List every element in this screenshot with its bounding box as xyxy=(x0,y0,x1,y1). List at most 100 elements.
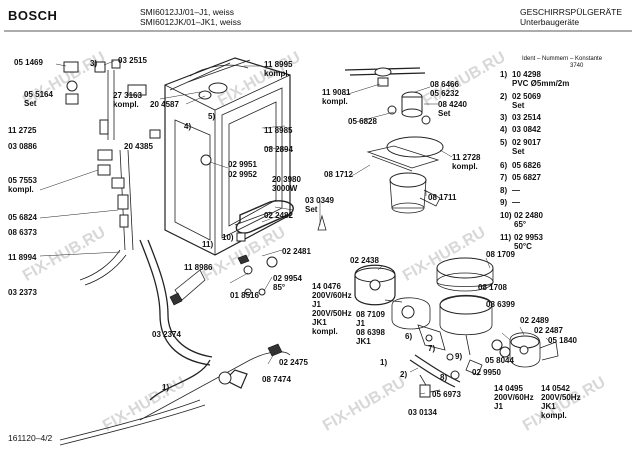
part-callout: 08 6373 xyxy=(8,228,37,237)
part-callout: 03 0349 Set xyxy=(305,196,334,214)
legend-index: 11) xyxy=(500,233,512,242)
part-callout: 6) xyxy=(405,332,413,341)
part-callout: 14 0476 200V/60Hz J1 200V/50Hz JK1 kompl… xyxy=(312,282,352,336)
circulation-pump xyxy=(436,257,494,356)
legend-value: 02 5069 Set xyxy=(512,92,541,110)
part-callout: 02 2482 xyxy=(264,211,293,220)
part-callout: 11) xyxy=(202,240,214,249)
part-callout: 1) xyxy=(162,383,170,392)
part-callout: 05 6232 xyxy=(430,89,459,98)
part-callout: 4) xyxy=(184,122,192,131)
part-callout: 02 2487 xyxy=(534,326,563,335)
legend-index: 5) xyxy=(500,138,508,147)
part-callout: 08 6399 xyxy=(486,300,515,309)
legend-value: — xyxy=(512,186,520,195)
part-callout: 05 7553 kompl. xyxy=(8,176,37,194)
part-callout: 05 6973 xyxy=(432,390,461,399)
part-callout: 11 8994 xyxy=(8,253,37,262)
legend-value: 02 9953 50°C xyxy=(514,233,543,251)
legend-value: 02 9017 Set xyxy=(512,138,541,156)
part-callout: 02 2481 xyxy=(282,247,311,256)
legend-index: 1) xyxy=(500,70,508,79)
part-callout: 08 7474 xyxy=(262,375,291,384)
filter-sump xyxy=(366,136,444,214)
part-callout: 7) xyxy=(428,344,436,353)
part-callout: 08 2894 xyxy=(264,145,293,154)
legend-index: 6) xyxy=(500,161,508,170)
legend-subheading: 3740 xyxy=(570,63,584,69)
part-callout: 20 4385 xyxy=(124,142,153,151)
part-callout: 11 2728 kompl. xyxy=(452,153,481,171)
part-callout: 03 2374 xyxy=(152,330,181,339)
part-callout: 1) xyxy=(380,358,388,367)
legend-value: — xyxy=(512,198,520,207)
part-callout: 14 0495 200V/60Hz J1 xyxy=(494,384,534,411)
pump-motor xyxy=(354,264,446,351)
heater-element xyxy=(234,200,294,234)
part-callout: 05 6828 xyxy=(348,117,377,126)
part-callout: 3) xyxy=(90,59,98,68)
part-callout: 08 1708 xyxy=(478,283,507,292)
legend-index: 8) xyxy=(500,186,508,195)
dishwasher-tub xyxy=(164,57,291,256)
part-callout: 01 8516 xyxy=(230,291,259,300)
part-callout: 14 0542 200V/50Hz JK1 kompl. xyxy=(541,384,581,420)
part-callout: 05 1469 xyxy=(14,58,43,67)
small-parts-left xyxy=(63,59,327,389)
legend-index: 3) xyxy=(500,113,508,122)
spray-arm-assembly xyxy=(344,67,431,125)
legend-index: 2) xyxy=(500,92,508,101)
part-callout: 27 3163 kompl. xyxy=(113,91,142,109)
part-callout: 11 8995 kompl. xyxy=(264,60,293,78)
legend-value: 05 6827 xyxy=(512,173,541,182)
part-callout: 11 2725 xyxy=(8,126,37,135)
brand-logo-text: BOSCH xyxy=(8,8,58,23)
part-callout: 20 4587 xyxy=(150,100,179,109)
part-callout: 05 5164 Set xyxy=(24,90,53,108)
part-callout: 02 9952 xyxy=(228,170,257,179)
part-callout: 08 1712 xyxy=(324,170,353,179)
legend-value: 10 4298 PVC Ø5mm/2m xyxy=(512,70,570,88)
part-callout: 05 1840 xyxy=(548,336,577,345)
legend-value: 05 6826 xyxy=(512,161,541,170)
model-numbers: SMI6012JJ/01–J1, weiss SMI6012JK/01–JK1,… xyxy=(140,7,242,27)
part-callout: 08 7109 J1 08 6398 JK1 xyxy=(356,310,385,346)
part-callout: 03 0134 xyxy=(408,408,437,417)
part-callout: 11 8985 xyxy=(264,126,293,135)
part-callout: 02 2489 xyxy=(520,316,549,325)
document-id: 161120–4/2 xyxy=(8,433,53,443)
part-callout: 02 9951 xyxy=(228,160,257,169)
part-callout: 11 9081 kompl. xyxy=(322,88,351,106)
part-callout: 02 2475 xyxy=(279,358,308,367)
document-title: GESCHIRRSPÜLGERÄTE Unterbaugeräte xyxy=(520,7,623,27)
legend-index: 9) xyxy=(500,198,508,207)
part-callout: 8) xyxy=(440,373,448,382)
part-callout: 9) xyxy=(455,352,463,361)
legend-heading: Ident – Nummern – Konstante xyxy=(522,56,603,62)
part-callout: 08 4240 Set xyxy=(438,100,467,118)
part-callout: 05 6824 xyxy=(8,213,37,222)
part-callout: 08 1709 xyxy=(486,250,515,259)
part-callout: 03 0886 xyxy=(8,142,37,151)
part-callout: 03 2515 xyxy=(118,56,147,65)
part-callout: 08 6466 xyxy=(430,80,459,89)
part-callout: 02 9950 xyxy=(472,368,501,377)
part-callout: 02 9954 85° xyxy=(273,274,302,292)
part-callout: 11 8986 xyxy=(184,263,213,272)
legend-index: 4) xyxy=(500,125,508,134)
part-callout: 5) xyxy=(208,112,216,121)
legend-index: 10) xyxy=(500,211,512,220)
part-callout: 03 2373 xyxy=(8,288,37,297)
part-callout: 02 2438 xyxy=(350,256,379,265)
part-callout: 08 1711 xyxy=(428,193,457,202)
legend-value: 03 2514 xyxy=(512,113,541,122)
legend-value: 02 2480 65° xyxy=(514,211,543,229)
part-callout: 05 8044 xyxy=(485,356,514,365)
part-callout: 2) xyxy=(400,370,408,379)
leader-lines xyxy=(39,60,553,395)
legend-value: 03 0842 xyxy=(512,125,541,134)
drain-pump xyxy=(409,332,559,398)
part-callout: 10) xyxy=(222,233,234,242)
